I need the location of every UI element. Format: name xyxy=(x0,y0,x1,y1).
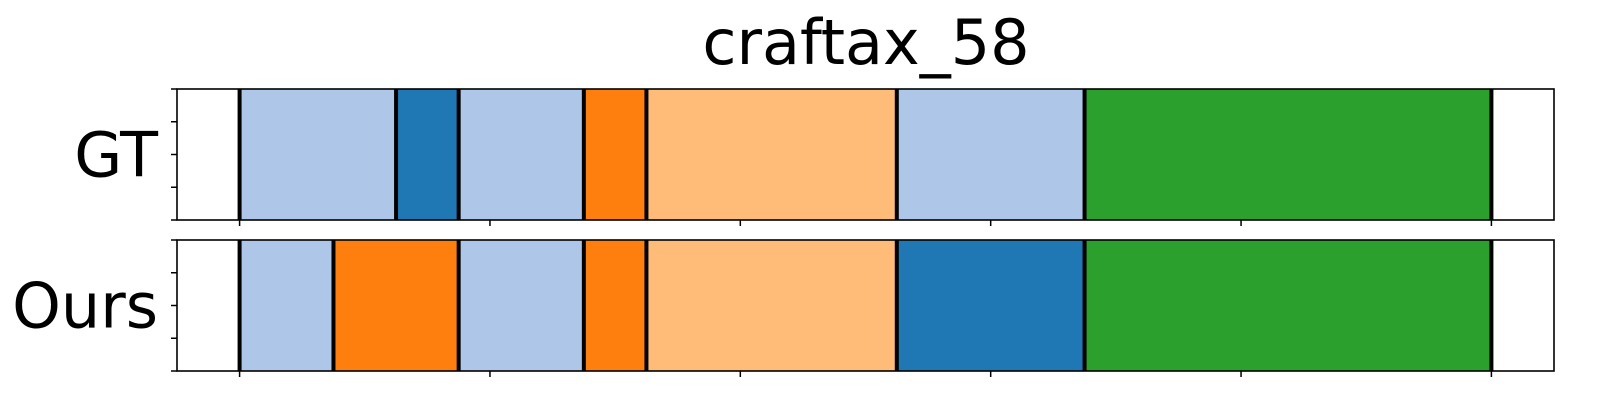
row-label: Ours xyxy=(12,270,158,343)
segment xyxy=(646,89,897,220)
row-ours: Ours xyxy=(12,239,1555,377)
segment xyxy=(583,240,647,371)
segment xyxy=(239,240,334,371)
row-label: GT xyxy=(74,119,159,192)
row-gt: GT xyxy=(74,88,1555,226)
chart-rows: GT Ours xyxy=(12,88,1555,377)
segment xyxy=(333,240,459,371)
segment xyxy=(646,240,897,371)
segment xyxy=(458,240,584,371)
segment xyxy=(896,89,1085,220)
segment xyxy=(1084,240,1492,371)
segment xyxy=(1084,89,1492,220)
segment xyxy=(396,89,459,220)
chart-title: craftax_58 xyxy=(702,6,1029,79)
segment xyxy=(896,240,1085,371)
segment xyxy=(458,89,584,220)
segment xyxy=(583,89,647,220)
segment xyxy=(239,89,397,220)
